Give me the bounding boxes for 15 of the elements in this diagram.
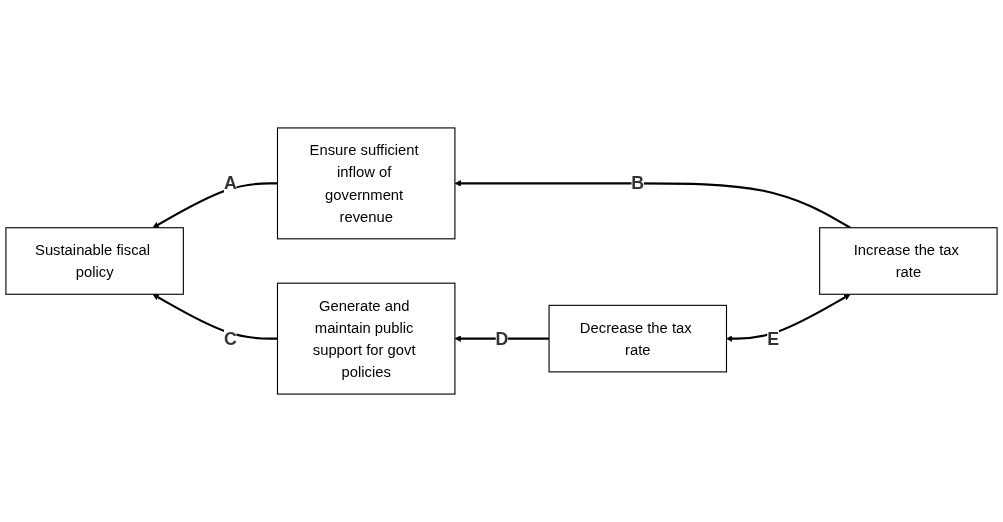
arrow — [726, 294, 851, 342]
node-box: Sustainable fiscal policy — [5, 227, 184, 295]
node-box: Generate and maintain public support for govt policies — [276, 282, 456, 395]
arrow — [454, 180, 851, 229]
arrow — [454, 335, 550, 342]
node-box: Decrease the tax rate — [548, 304, 728, 373]
edge-label: A — [224, 173, 237, 193]
arrow — [152, 293, 278, 340]
edge-label: C — [224, 328, 237, 349]
node-box: Ensure sufficient inflow of government revenue — [276, 127, 456, 240]
edge-label: D — [495, 328, 509, 349]
edge-label: B — [631, 173, 645, 193]
arrow — [152, 182, 278, 229]
node-box: Increase the tax rate — [819, 227, 998, 295]
edge-label: E — [767, 328, 779, 349]
